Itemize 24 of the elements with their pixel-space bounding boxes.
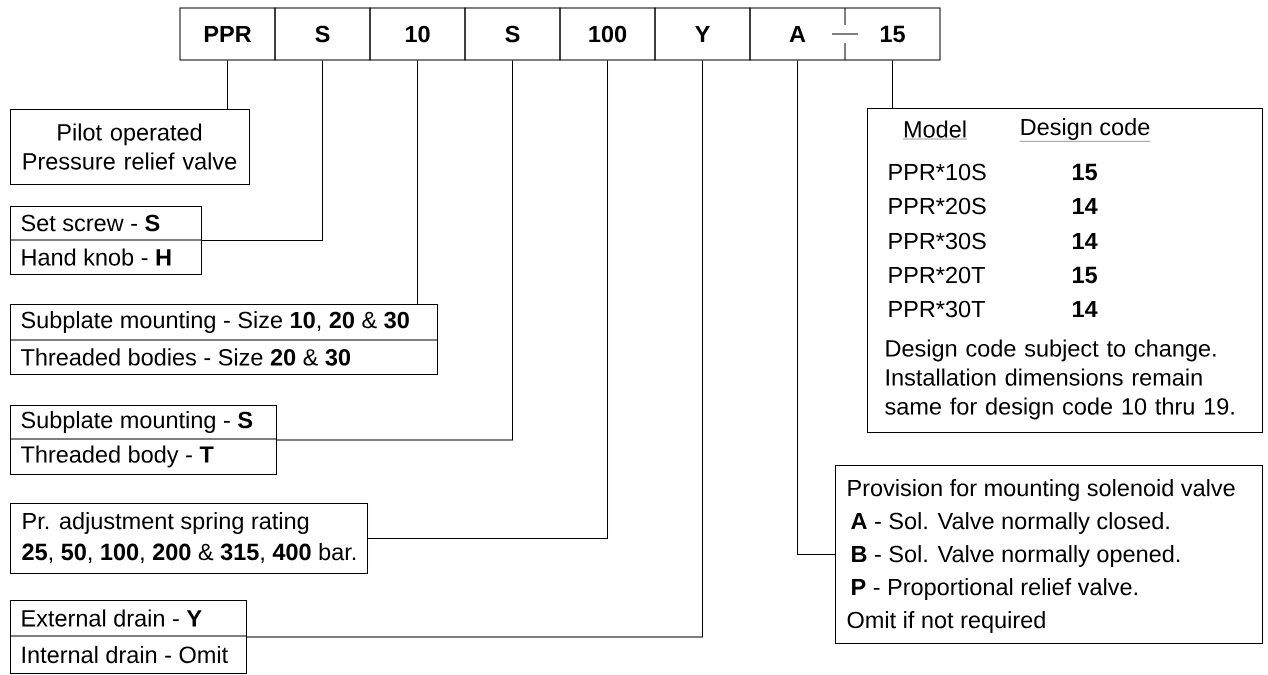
- connector-line: [227, 60, 228, 110]
- code-cell: 10: [369, 7, 466, 61]
- connector-line: [201, 60, 323, 241]
- description-box: Provision for mounting solenoid valve A - Sol. Valve normally closed. B - Sol. Valve normally opened. P - Proportional relief valve. Omit if not required: [835, 465, 1263, 644]
- connector-line: [797, 60, 836, 555]
- description-box: Pr. adjustment spring rating 25, 50, 100, 200 & 315, 400 bar.: [10, 503, 368, 574]
- connector-line: [417, 60, 418, 305]
- code-cell: 100: [559, 7, 656, 61]
- connector-line: [246, 60, 703, 638]
- connector-line: [892, 60, 893, 109]
- option-box: External drain - Y Internal drain - Omit: [9, 600, 247, 674]
- option-box: Subplate mounting - S Threaded body - T: [9, 405, 277, 475]
- code-cell: S: [464, 7, 561, 61]
- description-box: Pilot operated Pressure relief valve: [10, 109, 250, 185]
- option-box: Subplate mounting - Size 10, 20 & 30 Threaded bodies - Size 20 & 30: [9, 304, 438, 375]
- code-cell: A: [749, 7, 846, 61]
- code-cell: S: [274, 7, 371, 61]
- code-cell: Y: [654, 7, 751, 61]
- connector-line: [367, 60, 608, 539]
- code-cell: 15: [844, 7, 941, 61]
- connector-line: [276, 60, 513, 441]
- design-code-table: Model Design code PPR*10S 15 PPR*20S 14 PPR*30S 14 PPR*20T 15 PPR*30T 14 Design code subject to change. Installation dimensions remain same for design code 10 thru 19.: [867, 108, 1263, 433]
- option-box: Set screw - S Hand knob - H: [9, 206, 202, 275]
- code-cell: PPR: [179, 7, 276, 61]
